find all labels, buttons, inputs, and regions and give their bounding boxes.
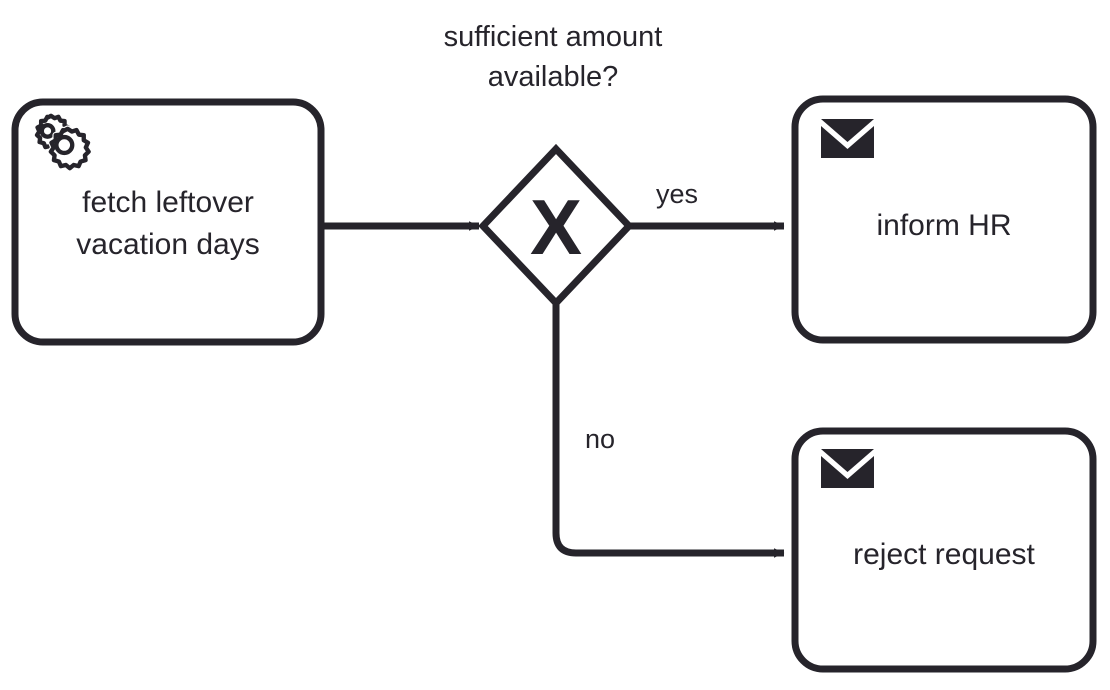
sequence-flow-gateway-no[interactable]: no (552, 300, 785, 558)
envelope-icon (821, 449, 874, 488)
task-shape (791, 427, 1097, 673)
sequence-flow-gateway-yes[interactable]: yes (628, 179, 785, 231)
gateway-marker-x: X (530, 183, 582, 271)
envelope-flap (821, 449, 874, 479)
gateway-shape (478, 143, 634, 309)
task-inform-hr[interactable]: inform HR (791, 95, 1097, 344)
task-label-line-1: inform HR (876, 209, 1011, 242)
task-shape (791, 95, 1097, 344)
gear-icon (34, 113, 92, 172)
envelope-body (821, 119, 874, 158)
task-label-line-1: fetch leftover (82, 186, 254, 219)
envelope-flap (821, 119, 874, 149)
gateway-label-line-1: sufficient amount (444, 21, 663, 53)
gateway-sufficient-amount-available[interactable]: sufficient amount available? X (444, 21, 663, 309)
flow-line (552, 300, 785, 558)
flow-label-no: no (585, 424, 615, 454)
envelope-icon (821, 119, 874, 158)
flow-label-yes: yes (656, 179, 698, 209)
task-label-line-2: vacation days (76, 228, 259, 261)
envelope-body (821, 449, 874, 488)
task-shape (11, 98, 325, 346)
task-fetch-leftover-vacation-days[interactable]: fetch leftover vacation days (11, 98, 325, 346)
gateway-label-line-2: available? (488, 61, 619, 93)
task-reject-request[interactable]: reject request (791, 427, 1097, 673)
task-label-line-1: reject request (853, 538, 1035, 571)
